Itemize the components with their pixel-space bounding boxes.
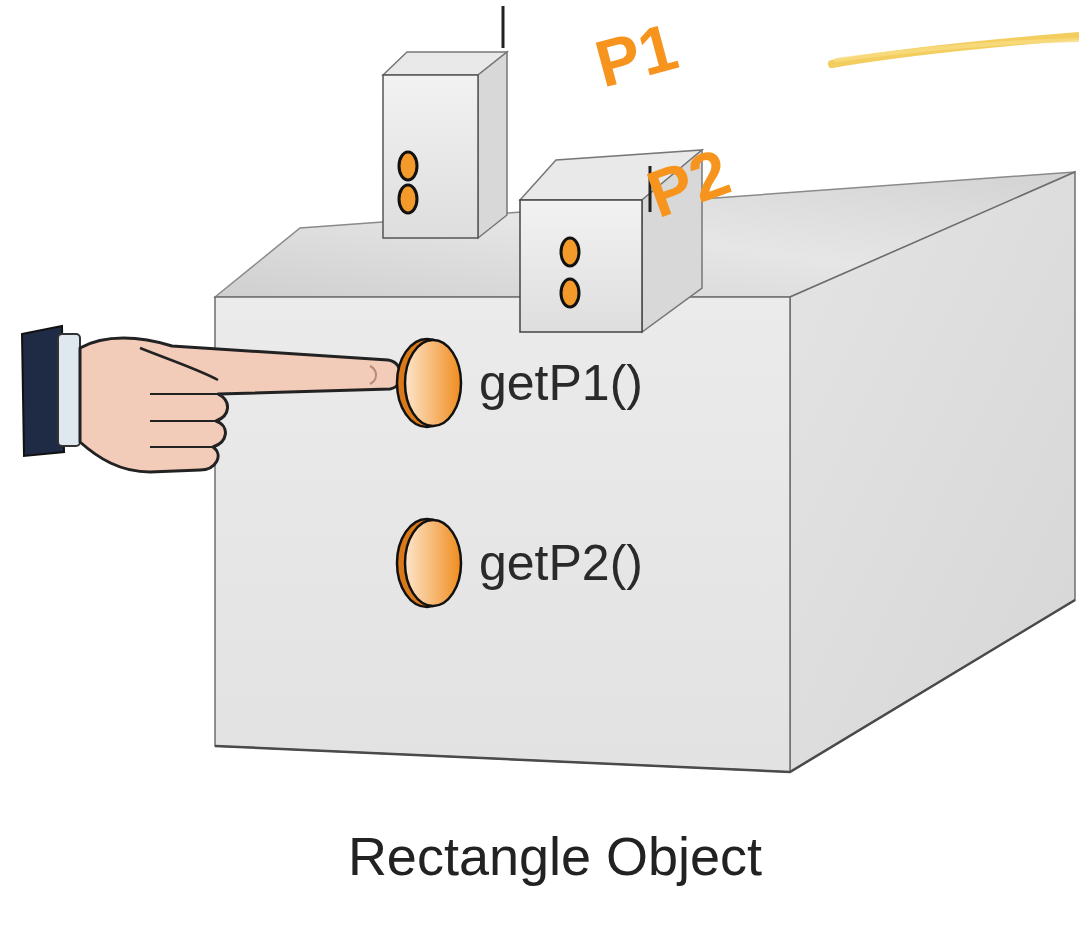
button-face bbox=[405, 520, 461, 606]
finger-lines bbox=[150, 394, 218, 447]
p2-value-dot bbox=[561, 238, 579, 266]
property-node: P2 bbox=[648, 150, 729, 216]
fingernail bbox=[370, 366, 376, 384]
p2-box-front bbox=[520, 200, 642, 332]
shirt-cuff bbox=[58, 334, 80, 446]
property-node: P1 bbox=[596, 22, 677, 88]
button-face bbox=[405, 340, 461, 426]
object-caption: Rectangle Object bbox=[348, 827, 762, 886]
box-side-face bbox=[790, 172, 1075, 772]
object-box: Rectangle Object getP1() getP2() bbox=[215, 297, 790, 897]
button-shape bbox=[393, 515, 465, 611]
p1-value-dot bbox=[399, 185, 417, 213]
method-button: getP2() bbox=[393, 515, 663, 611]
button-shape bbox=[393, 335, 465, 431]
box-shadow-edge bbox=[215, 600, 1075, 772]
property-label: P1 bbox=[589, 13, 684, 98]
method-name: getP1() bbox=[479, 356, 643, 411]
method-button: getP1() bbox=[393, 335, 663, 431]
p2-value-dot bbox=[561, 279, 579, 307]
thumb-line bbox=[140, 348, 218, 380]
p1-value-dot bbox=[399, 152, 417, 180]
method-name: getP2() bbox=[479, 536, 643, 591]
brush-stroke bbox=[836, 40, 1079, 60]
brush-stroke bbox=[832, 36, 1079, 64]
slot-line bbox=[502, 6, 505, 48]
hand bbox=[80, 338, 401, 472]
property-label: P2 bbox=[639, 138, 737, 228]
p1-box-front bbox=[383, 75, 478, 238]
p1-box-side bbox=[478, 52, 507, 238]
